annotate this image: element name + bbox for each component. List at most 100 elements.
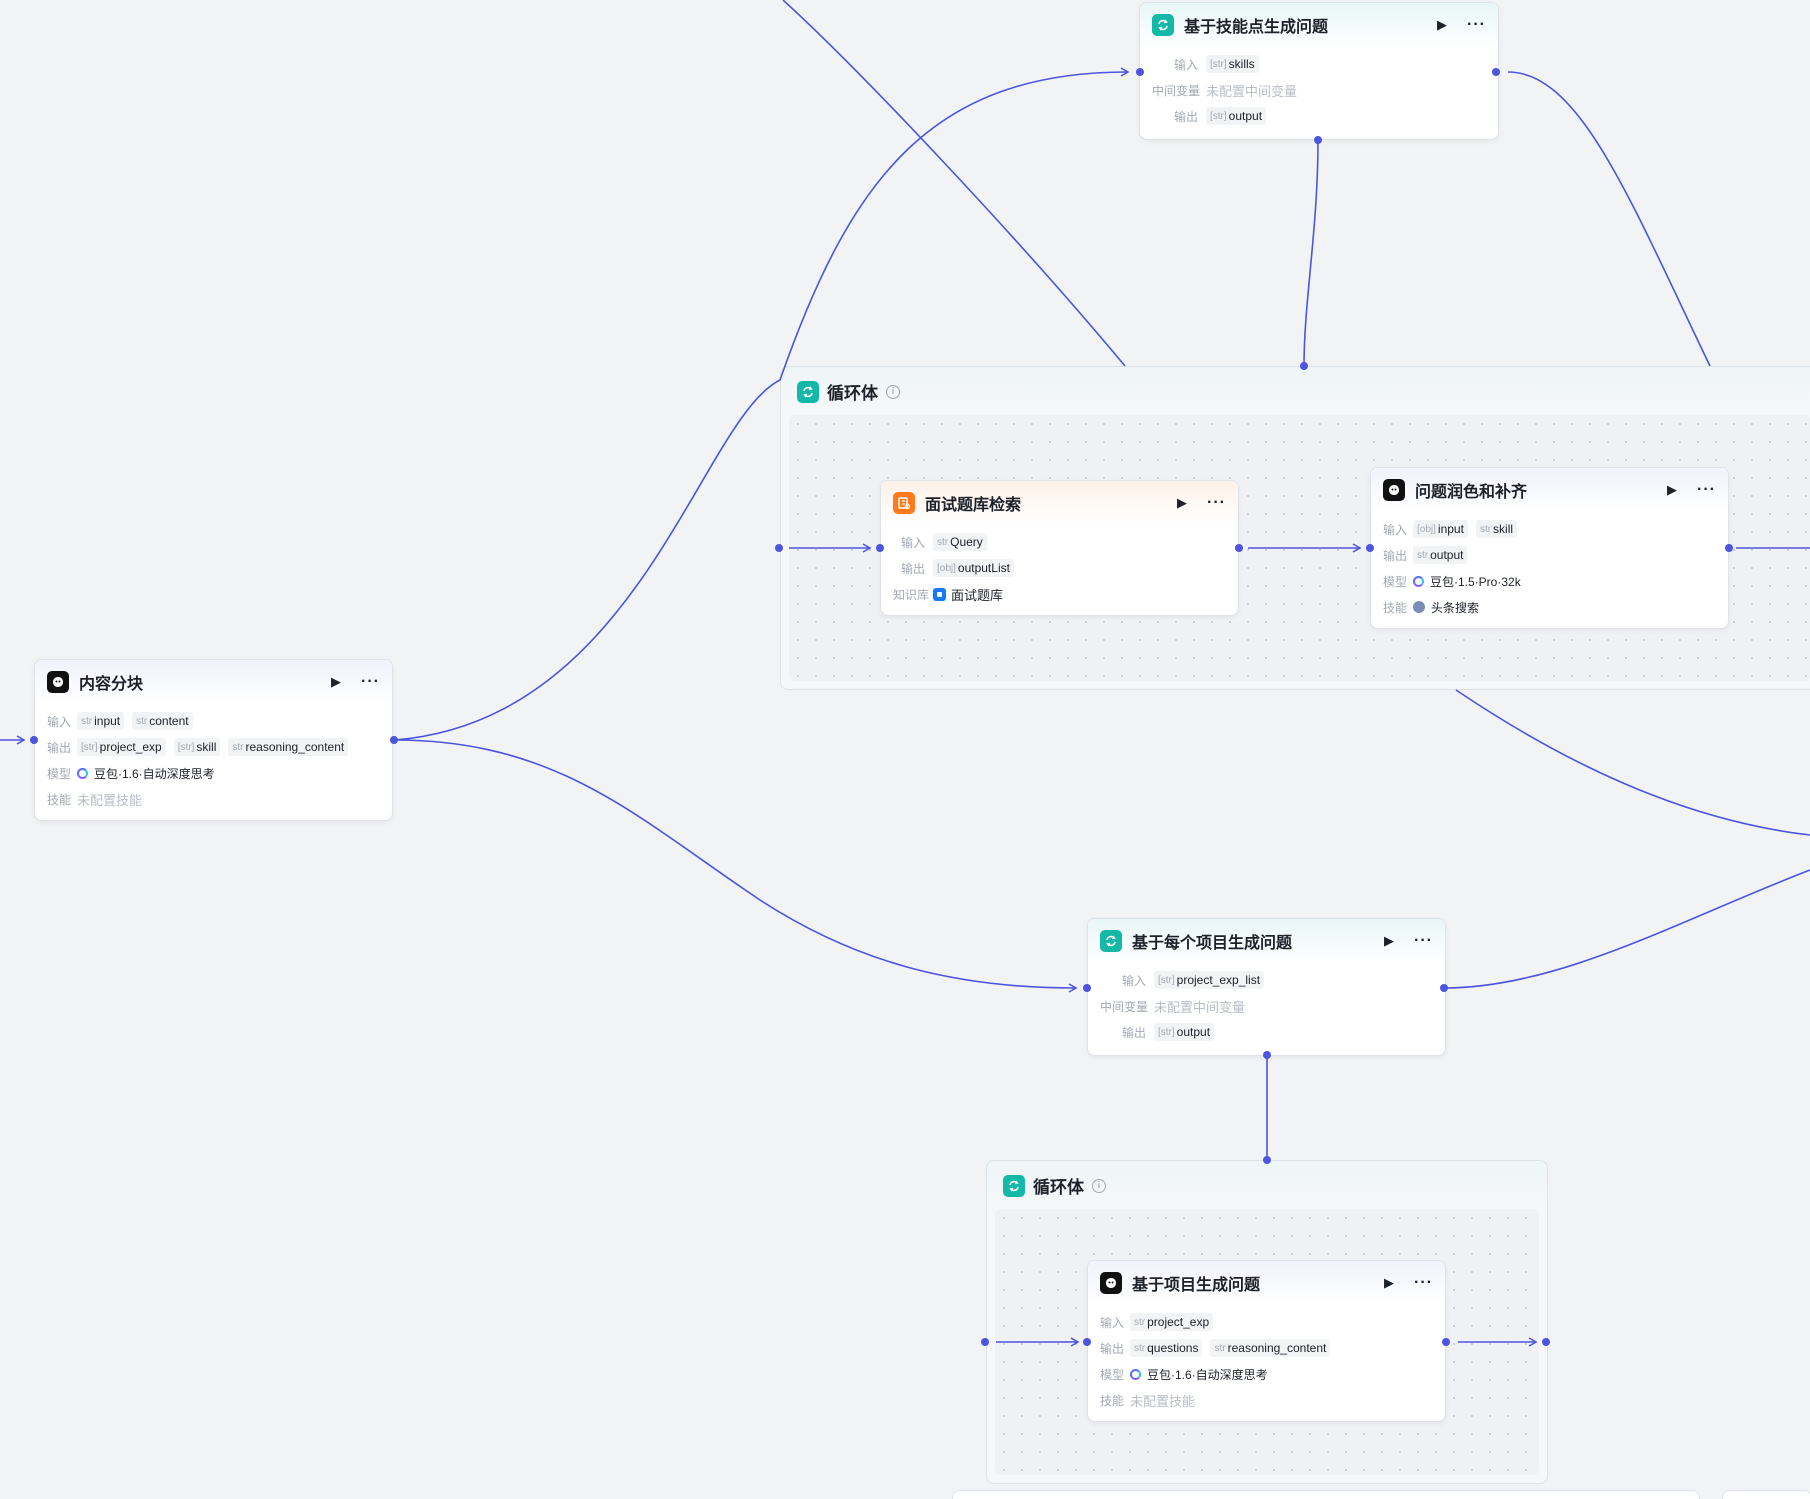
edge-project-loop-right xyxy=(1443,869,1810,989)
more-icon[interactable]: ··· xyxy=(1414,1274,1433,1291)
type-label: str xyxy=(136,715,148,727)
more-icon[interactable]: ··· xyxy=(1414,932,1433,949)
more-icon[interactable]: ··· xyxy=(361,673,380,690)
var-value: 未配置中间变量 xyxy=(1154,999,1246,1015)
play-icon[interactable]: ▶ xyxy=(1177,495,1188,510)
port-project-q-out[interactable] xyxy=(1442,1338,1450,1346)
model-label: 模型 xyxy=(1100,1367,1125,1382)
output-label: 输出 xyxy=(1173,109,1198,124)
port-skill-loop-in[interactable] xyxy=(1136,68,1144,76)
node-project-loop[interactable]: 基于每个项目生成问题 ▶ ··· 输入[str]project_exp_list… xyxy=(1087,918,1446,1056)
play-icon[interactable]: ▶ xyxy=(331,674,342,689)
var-value: 未配置中间变量 xyxy=(1206,83,1298,99)
model-row: 模型豆包·1.5·Pro·32k xyxy=(1383,568,1716,594)
edge-skill-loop-to-body xyxy=(1303,139,1319,367)
model-value: 豆包·1.5·Pro·32k xyxy=(1430,574,1521,589)
model-value: 豆包·1.6·自动深度思考 xyxy=(94,766,215,781)
edge-chunk-to-project-loop xyxy=(394,739,1078,993)
input-label: 输入 xyxy=(1121,973,1146,988)
var-label: 中间变量 xyxy=(1152,83,1201,98)
port-loop-body-in[interactable] xyxy=(775,544,783,552)
output-tag: [obj]outputList xyxy=(933,559,1014,577)
play-icon[interactable]: ▶ xyxy=(1667,482,1678,497)
output-tag: [str]output xyxy=(1206,107,1267,125)
type-label: str xyxy=(1134,1316,1146,1328)
node-offscreen-bottom-right[interactable] xyxy=(1722,1490,1810,1499)
output-label: 输出 xyxy=(900,561,925,576)
model-icon xyxy=(77,767,88,779)
port-project-loop-out[interactable] xyxy=(1440,984,1448,992)
play-icon[interactable]: ▶ xyxy=(1384,933,1395,948)
node-title: 面试题库检索 xyxy=(925,497,1022,514)
port-kb-in[interactable] xyxy=(876,544,884,552)
kb-value: 面试题库 xyxy=(951,587,1004,603)
port-skill-loop-body[interactable] xyxy=(1314,136,1322,144)
port-polish-in[interactable] xyxy=(1366,544,1374,552)
llm-icon xyxy=(1383,479,1405,501)
model-row: 模型 豆包·1.6·自动深度思考 xyxy=(47,760,380,786)
type-label: [str] xyxy=(1210,110,1227,122)
more-icon[interactable]: ··· xyxy=(1467,16,1486,33)
node-title: 问题润色和补齐 xyxy=(1415,484,1528,501)
more-icon[interactable]: ··· xyxy=(1207,494,1226,511)
search-skill-icon xyxy=(1413,601,1425,613)
type-label: [str] xyxy=(1158,1026,1175,1038)
info-icon[interactable]: i xyxy=(886,384,900,399)
info-icon[interactable]: i xyxy=(1092,1178,1106,1193)
type-label: str xyxy=(232,741,244,753)
port-kb-out[interactable] xyxy=(1235,544,1243,552)
type-label: [obj] xyxy=(937,562,956,574)
node-title: 基于项目生成问题 xyxy=(1132,1277,1261,1294)
port-loop-body2-in[interactable] xyxy=(981,1338,989,1346)
output-tag: [str]project_exp xyxy=(77,738,166,756)
var-name: reasoning_content xyxy=(245,740,345,754)
var-name: project_exp_list xyxy=(1176,973,1261,987)
loop-body-title: 循环体 xyxy=(1033,1178,1084,1197)
port-skill-loop-out[interactable] xyxy=(1492,68,1500,76)
port-loop-body-bottom-top[interactable] xyxy=(1263,1156,1271,1164)
port-loop-body2-out[interactable] xyxy=(1542,1338,1550,1346)
input-label: 输入 xyxy=(47,714,72,729)
var-name: skill xyxy=(1493,522,1514,536)
node-offscreen-bottom-left[interactable] xyxy=(952,1490,1700,1499)
port-polish-out[interactable] xyxy=(1725,544,1733,552)
port-project-loop-in[interactable] xyxy=(1083,984,1091,992)
var-name: reasoning_content xyxy=(1227,1341,1327,1355)
node-skill-loop[interactable]: 基于技能点生成问题 ▶ ··· 输入[str]skills 中间变量未配置中间变… xyxy=(1139,2,1499,140)
type-label: str xyxy=(1417,549,1429,561)
output-label: 输出 xyxy=(47,740,72,755)
model-label: 模型 xyxy=(47,766,72,781)
var-name: Query xyxy=(950,535,983,549)
more-icon[interactable]: ··· xyxy=(1697,481,1716,498)
port-loop-body-top[interactable] xyxy=(1300,362,1308,370)
input-tag: [str]project_exp_list xyxy=(1154,971,1265,989)
type-label: [obj] xyxy=(1417,523,1436,535)
kb-label: 知识库 xyxy=(893,587,930,602)
var-name: project_exp xyxy=(1147,1315,1210,1329)
output-row: 输出 [str]output xyxy=(1152,103,1486,129)
port-chunk-out[interactable] xyxy=(390,736,398,744)
output-label: 输出 xyxy=(1121,1025,1146,1040)
port-project-q-in[interactable] xyxy=(1083,1338,1091,1346)
play-icon[interactable]: ▶ xyxy=(1384,1275,1395,1290)
knowledge-icon xyxy=(893,492,915,514)
port-project-loop-body[interactable] xyxy=(1263,1051,1271,1059)
input-label: 输入 xyxy=(1173,57,1198,72)
port-chunk-in[interactable] xyxy=(30,736,38,744)
play-icon[interactable]: ▶ xyxy=(1437,17,1448,32)
input-label: 输入 xyxy=(1100,1315,1125,1330)
model-icon xyxy=(1413,575,1424,587)
type-label: [str] xyxy=(1158,974,1175,986)
skill-label: 技能 xyxy=(1100,1393,1125,1408)
